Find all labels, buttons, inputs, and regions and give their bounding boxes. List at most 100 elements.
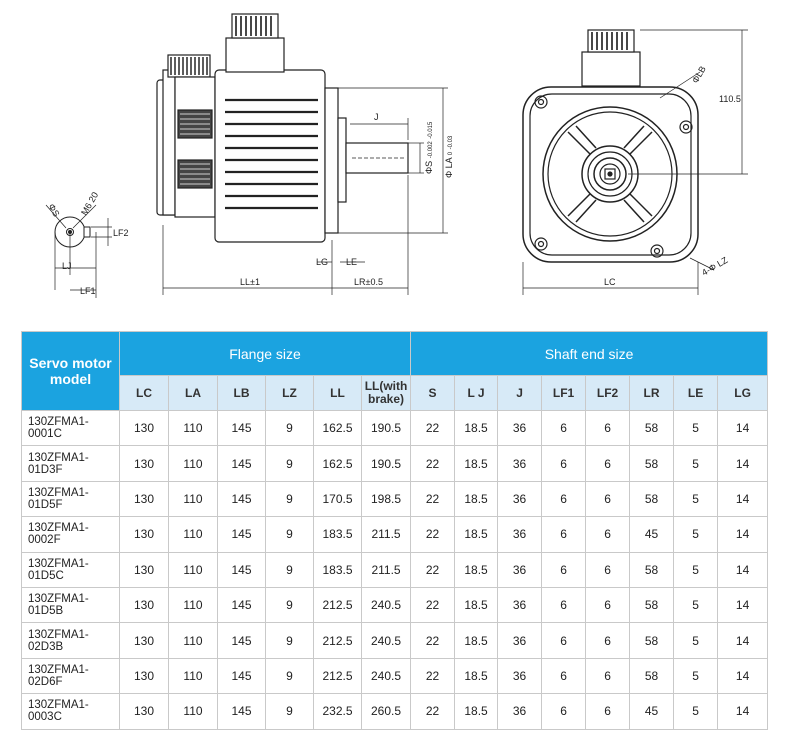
value-cell: 36 [497,445,543,482]
label-lg: LG [316,257,328,267]
value-cell: 130 [119,516,169,553]
value-cell: 240.5 [360,622,412,659]
label-lf1: LF1 [80,286,96,296]
column-header-j: J [497,375,543,411]
value-cell: 110 [168,622,218,659]
value-cell: 130 [119,657,169,695]
value-cell: 58 [629,409,675,447]
column-header-lr: LR [629,375,675,411]
value-cell: 58 [629,586,675,624]
model-cell: 130ZFMA1-0003C [21,693,120,730]
value-cell: 18.5 [454,693,499,730]
value-cell: 36 [497,586,543,624]
model-cell: 130ZFMA1-02D3B [21,622,120,659]
value-cell: 22 [410,516,456,553]
motor-side-view [156,13,448,295]
label-m6: M6 20 [79,190,100,217]
value-cell: 6 [541,586,587,624]
model-cell: 130ZFMA1-0002F [21,516,120,553]
value-cell: 58 [629,622,675,659]
model-cell: 130ZFMA1-0001C [21,409,120,447]
value-cell: 6 [585,516,631,553]
value-cell: 190.5 [360,409,412,447]
value-cell: 6 [585,693,631,730]
value-cell: 240.5 [360,586,412,624]
label-lb: ΦLB [690,64,708,85]
value-cell: 162.5 [313,409,362,447]
value-cell: 145 [217,445,266,482]
header-servo-motor-model: Servo motor model [21,331,120,411]
value-cell: 183.5 [313,516,362,553]
value-cell: 145 [217,657,266,695]
label-end-s: ΦS [46,202,61,218]
value-cell: 130 [119,693,169,730]
column-header-la: LA [168,375,218,411]
value-cell: 18.5 [454,445,499,482]
column-header-le: LE [673,375,719,411]
value-cell: 260.5 [360,693,412,730]
value-cell: 5 [673,693,719,730]
value-cell: 14 [717,480,769,518]
model-cell: 130ZFMA1-01D5C [21,551,120,588]
value-cell: 22 [410,693,456,730]
label-s-tolerance: ΦS -0.002 -0.015 [424,121,434,174]
value-cell: 198.5 [360,480,412,518]
value-cell: 145 [217,516,266,553]
value-cell: 6 [585,622,631,659]
column-header-lc: LC [119,375,169,411]
value-cell: 6 [585,586,631,624]
column-header-s: S [410,375,456,411]
value-cell: 9 [265,693,314,730]
value-cell: 212.5 [313,586,362,624]
label-110-5: 110.5 [719,94,741,104]
model-cell: 130ZFMA1-01D3F [21,445,120,482]
value-cell: 14 [717,516,769,553]
value-cell: 45 [629,516,675,553]
model-cell: 130ZFMA1-02D6F [21,657,120,695]
value-cell: 9 [265,622,314,659]
value-cell: 14 [717,622,769,659]
technical-drawing: J ΦS -0.002 -0.015 Φ LA 0 -0.03 LG LE LL… [0,0,790,320]
value-cell: 18.5 [454,622,499,659]
value-cell: 212.5 [313,657,362,695]
column-header-ll: LL [313,375,362,411]
value-cell: 14 [717,409,769,447]
value-cell: 5 [673,480,719,518]
value-cell: 110 [168,480,218,518]
column-header-lz: LZ [265,375,314,411]
value-cell: 36 [497,693,543,730]
value-cell: 22 [410,657,456,695]
value-cell: 14 [717,586,769,624]
value-cell: 211.5 [360,551,412,588]
value-cell: 58 [629,445,675,482]
column-header-lg: LG [717,375,769,411]
value-cell: 6 [541,409,587,447]
value-cell: 212.5 [313,622,362,659]
dimension-table-container: Servo motor model Flange size Shaft end … [21,331,769,730]
value-cell: 18.5 [454,586,499,624]
value-cell: 18.5 [454,409,499,447]
column-header-lf2: LF2 [585,375,631,411]
value-cell: 145 [217,586,266,624]
model-cell: 130ZFMA1-01D5B [21,586,120,624]
label-le: LE [346,257,357,267]
label-lr: LR±0.5 [354,277,383,287]
label-j: J [374,112,379,122]
value-cell: 5 [673,622,719,659]
label-lj: LJ [62,261,72,271]
model-cell: 130ZFMA1-01D5F [21,480,120,518]
value-cell: 36 [497,657,543,695]
value-cell: 22 [410,586,456,624]
motor-front-view [522,29,748,295]
value-cell: 9 [265,586,314,624]
value-cell: 110 [168,586,218,624]
value-cell: 6 [541,551,587,588]
shaft-end-view [45,204,112,298]
value-cell: 6 [585,657,631,695]
value-cell: 58 [629,657,675,695]
value-cell: 130 [119,409,169,447]
